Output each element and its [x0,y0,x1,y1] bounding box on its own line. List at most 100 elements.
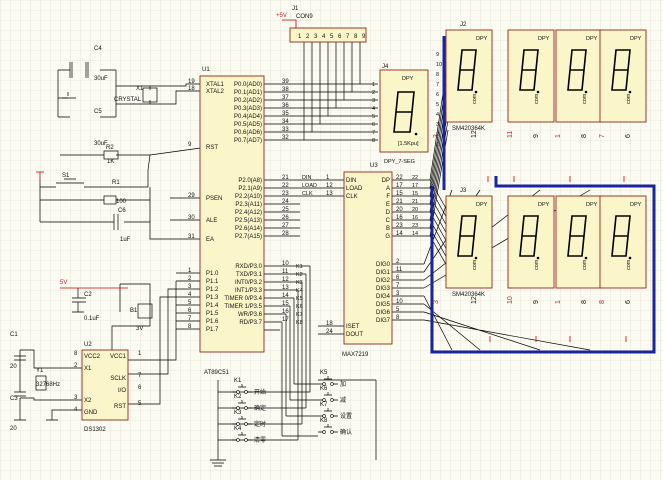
j1-pin-num: 5 [330,34,334,40]
j3-decimal-point [474,256,478,260]
u1-pin-name: INT1/P3.3 [235,288,263,294]
j3-pin-num-bottom: 8 [581,300,588,304]
j2-digit-dpy-label: DPY [476,36,488,42]
u3-pin-name: A [386,186,390,192]
j2-segment-glyph [611,49,631,91]
u1-pin-num: 34 [282,119,289,125]
j3-power-pin-num: 8 [599,300,606,304]
u1-pin-name: TIMER 0/P3.4 [224,296,262,302]
r2-value: 1K [107,159,114,165]
j3-decimal-point [536,256,540,260]
u3-pin-num: 12 [326,183,333,189]
b1-value: 3V [136,326,143,332]
key-function-label: 定时 [254,420,266,428]
u1-ref: U1 [202,67,210,73]
u1-key-net-label: K5 [296,296,303,302]
u3-pin-name: G [385,234,390,240]
u1-pin-num: 4 [188,292,192,298]
j2-com-label: com [626,93,632,104]
u1-pin-num: 14 [282,293,289,299]
key-k5[interactable]: K5加 [318,370,346,388]
j4-pin-num: 8 [372,138,375,144]
u3-seg-net-num: 22 [412,175,418,181]
display-bus-pin-num: 1 [436,142,439,148]
x1-value: CRYSTAL [114,97,142,103]
u1-key-net-label: K8 [296,320,303,326]
c2-ref: C2 [84,292,92,298]
u1-pin-name: P2.1(A9) [238,186,262,192]
j3-power-pin-num: 10 [507,296,514,304]
u3-pin-num: 23 [396,223,403,229]
u1-key-net-label: K1 [296,264,303,270]
j1-pin-num: 6 [338,34,342,40]
c4-value: 30uF [94,76,108,82]
j2-segment-glyph [567,49,587,91]
u3-pin-name: DIG5 [376,302,391,308]
u3-pin-name: LOAD [346,186,363,192]
u2-pin-name: X1 [84,366,92,372]
u3-pin-num: 10 [396,299,403,305]
u1-pin-num: 21 [282,175,289,181]
u3-pin-name: DIG7 [376,318,391,324]
s1-ref: S1 [62,173,70,179]
u2-pin-num: 7 [138,373,142,379]
j2-power-pin-num: 3 [433,134,440,138]
u1-pin-name: P2.6(A14) [235,226,262,232]
j1-connector-body [289,27,367,43]
u2-pin-name: I/O [118,388,126,394]
u1-key-net-label: K2 [296,272,303,278]
u2-pin-num: 8 [74,351,78,357]
u1-pin-num: 28 [282,231,289,237]
c4-ref: C4 [94,46,102,52]
j3-display-module: J312345678DPYcom123DPYcom910DPYcom81DPYc… [433,188,647,304]
u1-pin-name: WR/P3.6 [238,312,263,318]
key-function-label: 确定 [254,404,266,412]
u1-pin-num: 24 [282,199,289,205]
u3-pin-num: 16 [396,215,403,221]
u1-pin-num: 37 [282,95,289,101]
display-bus-pin-num: 8 [436,72,439,78]
j3-digit-dpy-label: DPY [476,202,488,208]
j2-pin-num-bottom: 6 [625,134,632,138]
j3-segment-glyph [519,215,539,257]
u3-pin-num: 17 [396,183,403,189]
u3-pin-num: 3 [396,291,400,297]
u1-key-net-label: K7 [296,312,303,318]
j4-pin-num: 4 [372,106,375,112]
key-function-label: 加 [340,380,346,388]
key-ref: K1 [234,378,242,384]
u3-seg-net-num: 14 [412,231,418,237]
j2-pin-num-bottom: 12 [471,130,478,138]
j1-pin-num: 9 [362,34,366,40]
wiring [14,19,656,467]
key-function-label: 清零 [254,436,266,444]
key-k6[interactable]: K6减 [318,386,346,404]
u1-pin-name: P1.0 [206,271,219,277]
j3-digit-dpy-label: DPY [586,202,598,208]
u3-pin-name: ISET [346,324,360,330]
j2-pin-num-bottom: 9 [533,134,540,138]
j3-segment-glyph [611,215,631,257]
u3-seg-net-num: 20 [412,207,418,213]
j4-type-label: DPY_7-SEG [384,159,415,165]
j1-vcc: +5V [276,13,287,19]
u3-pin-name: DOUT [346,332,363,338]
mcu-body [199,75,265,353]
u1-pin-num: 33 [282,127,289,133]
u3-pin-num: 24 [326,329,333,335]
u1-pin-name: P2.2(A10) [235,194,262,200]
j2-decimal-point [584,90,588,94]
c5-value: 30uF [94,141,108,147]
u1-pin-num: 10 [282,261,289,267]
j3-digit-dpy-label: DPY [630,202,642,208]
j1-pin-num: 8 [354,34,358,40]
j4-decimal-point [414,132,418,136]
j2-com-label: com [472,93,478,104]
